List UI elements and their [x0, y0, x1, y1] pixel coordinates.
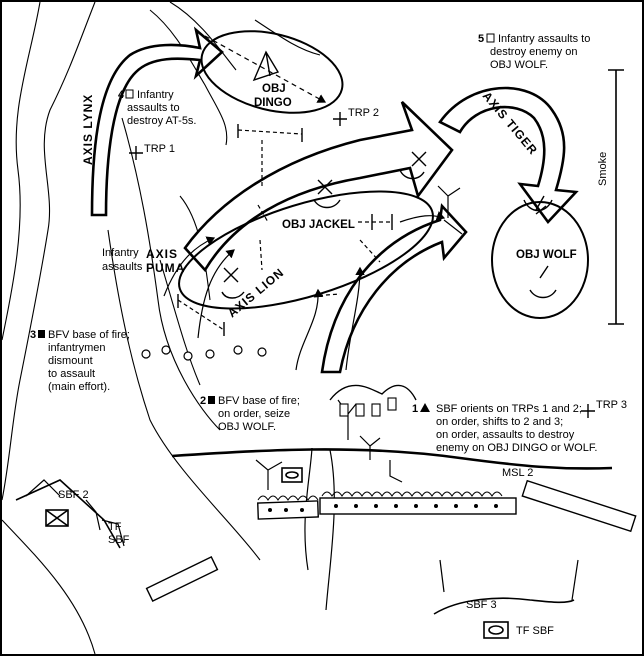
trp-markers [129, 112, 595, 418]
unit-row-scallops [257, 491, 503, 501]
svg-text:on order, seize: on order, seize [218, 408, 290, 420]
svg-text:OBJ WOLF.: OBJ WOLF. [490, 59, 548, 71]
svg-text:assaults to: assaults to [127, 102, 180, 114]
svg-text:dismount: dismount [48, 355, 93, 367]
svg-text:3: 3 [30, 329, 36, 341]
dingo-direction-arrow [204, 35, 327, 103]
note-3: 3 BFV base of fire; infantrymen dismount… [30, 329, 130, 393]
sbf2-label: SBF 2 [58, 489, 89, 501]
svg-text:SBF orients on TRPs 1 and 2;: SBF orients on TRPs 1 and 2; [436, 403, 582, 415]
axis-puma-label-2: PUMA [146, 261, 185, 275]
control-ticks [177, 124, 393, 336]
svg-text:on order, assaults to destroy: on order, assaults to destroy [436, 429, 575, 441]
obj-jackel-label: OBJ JACKEL [282, 219, 355, 231]
note-4: 4 Infantry assaults to destroy AT-5s. [118, 89, 197, 127]
svg-text:BFV base of fire;: BFV base of fire; [218, 395, 300, 407]
terrain-contours [1, 1, 321, 655]
obj-dingo-boundary [200, 30, 344, 114]
msl2-label: MSL 2 [502, 467, 533, 479]
infantry-assaults-label-2: assaults [102, 261, 143, 273]
smoke-line [608, 69, 624, 325]
infantry-assaults-label-1: Infantry [102, 247, 139, 259]
note-2: 2 BFV base of fire; on order, seize OBJ … [200, 395, 300, 433]
svg-text:5: 5 [478, 33, 484, 45]
unit-row-dots [268, 504, 498, 512]
msl2-line [171, 448, 613, 470]
svg-text:2: 2 [200, 395, 206, 407]
svg-text:to assault: to assault [48, 368, 95, 380]
svg-text:OBJ WOLF.: OBJ WOLF. [218, 421, 276, 433]
svg-text:Infantry: Infantry [137, 89, 174, 101]
axis-lion-label: AXIS LION [225, 265, 287, 320]
note-5: 5 Infantry assaults to destroy enemy on … [478, 33, 590, 71]
sbf3-label: SBF 3 [466, 599, 497, 611]
dingo-tent-icon [252, 50, 280, 82]
axis-lynx-label: AXIS LYNX [81, 94, 95, 165]
tf-sbf-left-label-2: SBF [108, 534, 130, 546]
sbf2-line [15, 479, 121, 549]
svg-text:on order, shifts to 2 and 3;: on order, shifts to 2 and 3; [436, 416, 563, 428]
svg-text:(main effort).: (main effort). [48, 381, 110, 393]
svg-text:BFV base of fire;: BFV base of fire; [48, 329, 130, 341]
maneuver-arrows [25, 185, 579, 611]
svg-text:infantrymen: infantrymen [48, 342, 105, 354]
note-1: 1 SBF orients on TRPs 1 and 2; on order,… [412, 403, 597, 454]
axis-puma-arrow [183, 101, 454, 273]
svg-text:Infantry assaults to: Infantry assaults to [498, 33, 590, 45]
bfv-positions [141, 345, 267, 361]
svg-text:destroy enemy on: destroy enemy on [490, 46, 577, 58]
obj-dingo-label-2: DINGO [254, 97, 292, 109]
trp3-label: TRP 3 [596, 399, 627, 411]
tf-sbf-bottom-label: TF SBF [516, 625, 554, 637]
smoke-label: Smoke [597, 152, 609, 186]
axis-tiger-arrow [438, 86, 579, 225]
svg-text:enemy on OBJ DINGO or WOLF.: enemy on OBJ DINGO or WOLF. [436, 442, 597, 454]
axis-lynx-arrow [90, 26, 224, 217]
sbf-arc-1 [329, 384, 417, 401]
svg-text:4: 4 [118, 89, 125, 101]
svg-text:destroy AT-5s.: destroy AT-5s. [127, 115, 197, 127]
axis-lion-arrow [320, 203, 468, 374]
control-lines [177, 129, 392, 331]
axis-puma-label-1: AXIS [146, 247, 178, 261]
unit-rows [145, 479, 637, 603]
obj-dingo-label-1: OBJ [262, 83, 286, 95]
trp2-label: TRP 2 [348, 107, 379, 119]
trp1-label: TRP 1 [144, 143, 175, 155]
enemy-positions [221, 151, 557, 299]
unit-symbols [45, 467, 509, 639]
sbf-vehicles-1 [339, 397, 397, 417]
svg-text:1: 1 [412, 403, 418, 415]
obj-wolf-label: OBJ WOLF [516, 249, 577, 261]
tf-sbf-left-label-1: TF [108, 521, 122, 533]
sbf3-line [433, 597, 575, 615]
